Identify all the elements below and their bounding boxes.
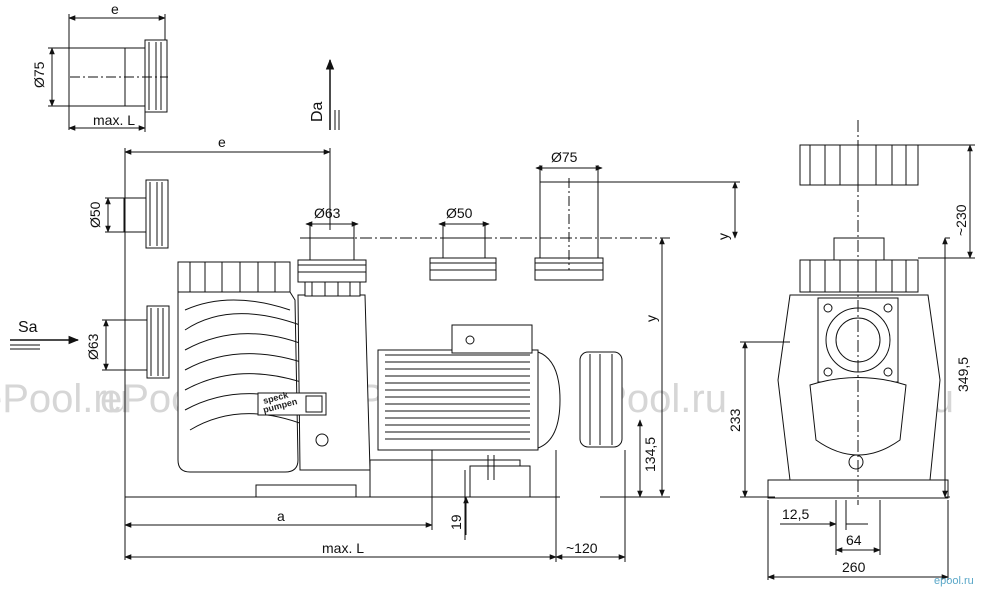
- suction-port-d63: [102, 305, 170, 379]
- dim-y-upper: y: [715, 233, 731, 240]
- dim-349-5: 349,5: [955, 357, 971, 392]
- dim-134-5: 134,5: [642, 437, 658, 472]
- dim-d75-top: Ø75: [551, 149, 578, 165]
- dimension-labels: e Ø75 max. L e Ø50 Ø63 Sa Da Ø63 Ø50 Ø75…: [18, 1, 971, 575]
- top-fitting-d50: [429, 221, 497, 281]
- dim-64: 64: [846, 532, 862, 548]
- brand-corner: epool.ru: [934, 575, 974, 587]
- dim-e-mid: e: [218, 134, 226, 150]
- dim-d63-top: Ø63: [314, 205, 341, 221]
- top-fitting-d63: [297, 221, 367, 283]
- pump-front-view: [767, 120, 949, 505]
- dim-maxl: max. L: [322, 540, 364, 556]
- suction-arrow: [10, 335, 80, 350]
- top-fitting-d75: [534, 165, 604, 281]
- fitting-d50-side: [105, 179, 169, 249]
- dim-d75-small: Ø75: [31, 61, 47, 88]
- label-da: Da: [309, 101, 326, 122]
- dim-230: ~230: [953, 204, 969, 236]
- dim-y-main: y: [643, 315, 659, 322]
- dim-120: ~120: [566, 540, 598, 556]
- dim-12-5: 12,5: [782, 506, 809, 522]
- dim-e-top: e: [111, 1, 119, 17]
- dim-260: 260: [842, 559, 866, 575]
- discharge-arrow: [325, 58, 340, 130]
- dim-maxl-small: max. L: [93, 112, 135, 128]
- dim-d50-top: Ø50: [446, 205, 473, 221]
- brand-plate: [257, 392, 327, 416]
- dim-d63-side: Ø63: [85, 333, 101, 360]
- pump-side-view: [125, 261, 623, 498]
- dim-19: 19: [448, 514, 464, 530]
- watermark: ePool.ru: [0, 377, 129, 421]
- dim-a: a: [277, 508, 285, 524]
- fitting-d75-small: [48, 14, 168, 132]
- dim-233: 233: [727, 408, 743, 432]
- label-sa: Sa: [18, 319, 38, 336]
- dim-d50-side: Ø50: [87, 201, 103, 228]
